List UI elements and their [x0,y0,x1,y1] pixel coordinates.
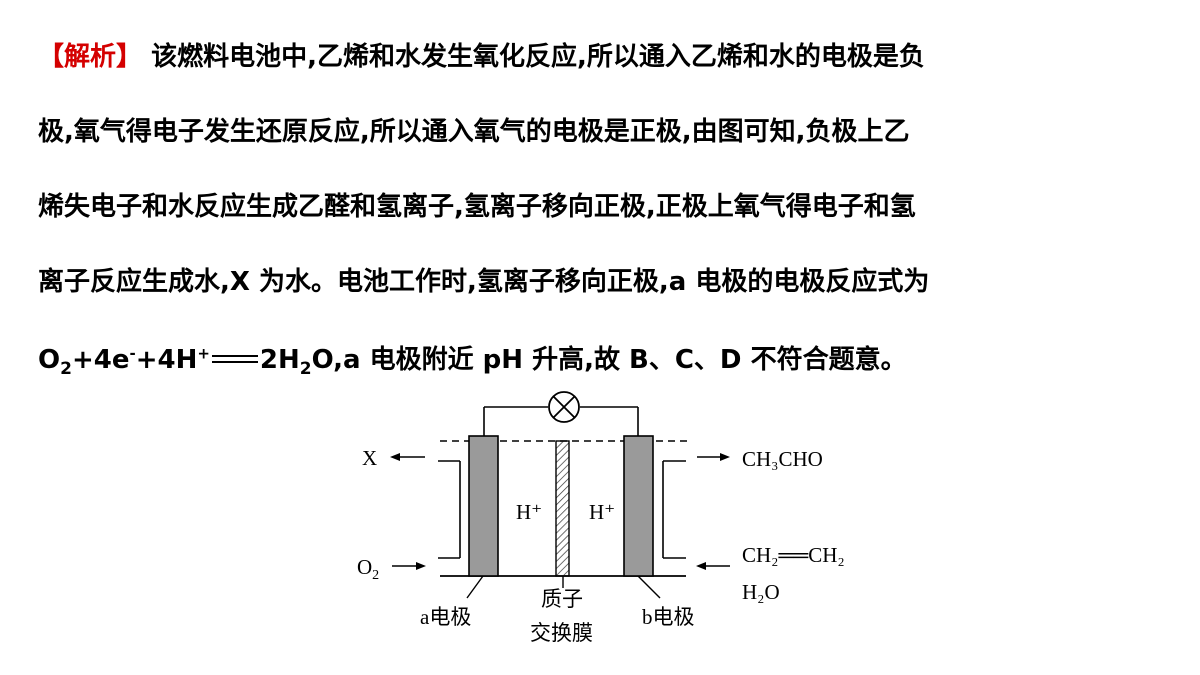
lamp-icon [548,391,580,423]
label-o2: O2 [357,555,379,583]
electrode-a [468,435,499,577]
label-electrode-b: b电极 [642,605,695,629]
arrow-ch3cho-out [697,453,730,461]
label-x: X [362,446,377,470]
left-inlet [438,460,461,559]
text-line-3: 烯失电子和水反应生成乙醛和氢离子,氢离子移向正极,正极上氧气得电子和氢 [38,192,916,222]
arrow-ethylene-in [696,562,730,570]
external-circuit [483,406,639,436]
electrode-equation-line: O2+4e-+4H+2H2O,a 电极附近 pH 升高,故 B、C、D 不符合题… [38,344,907,380]
label-ethylene: CH₂══CH₂ [742,543,845,567]
arrow-x-out [390,453,425,461]
label-water: H₂O [742,580,780,604]
text-line-4: 离子反应生成水,X 为水。电池工作时,氢离子移向正极,a 电极的电极反应式为 [38,267,930,297]
label-membrane-1: 质子 [541,587,583,611]
analysis-tag: 【解析】 [38,42,143,72]
label-membrane-2: 交换膜 [530,621,593,645]
label-ch3cho: CH₃CHO [742,447,823,471]
label-h-plus-left: H⁺ [516,500,542,524]
label-electrode-a: a电极 [420,605,471,629]
right-inlet [662,460,686,559]
proton-exchange-membrane [555,440,570,577]
electrode-b [623,435,654,577]
leader-b [637,575,661,599]
equals-sign [211,344,258,370]
label-h-plus-right: H⁺ [589,500,615,524]
text-line-1: 【解析】 该燃料电池中,乙烯和水发生氧化反应,所以通入乙烯和水的电极是负 [38,42,925,72]
arrow-o2-in [392,562,426,570]
leader-a [466,575,484,599]
text-line-2: 极,氧气得电子发生还原反应,所以通入氧气的电极是正极,由图可知,负极上乙 [38,117,910,147]
